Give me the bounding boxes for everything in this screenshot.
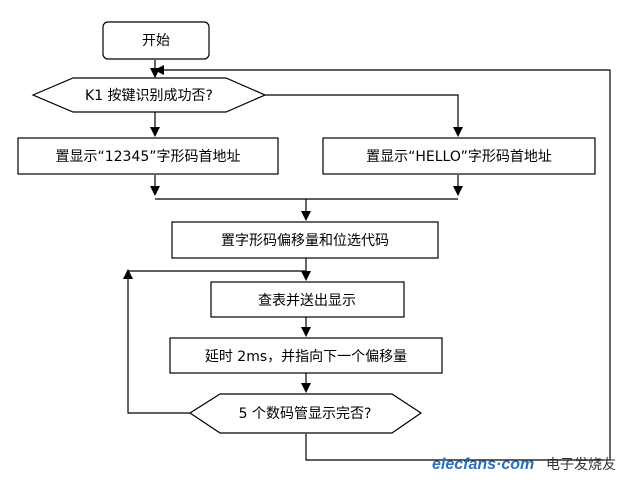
set-offset-node xyxy=(171,221,439,259)
delay-next-node xyxy=(169,337,443,374)
decision-k1-node xyxy=(31,77,267,113)
watermark-brand: elecfans·com xyxy=(432,456,534,473)
lookup-display-node xyxy=(210,281,405,318)
decision-done-label: 5 个数码管显示完否? xyxy=(239,406,372,422)
decision-done-node xyxy=(188,393,423,434)
set-offset-label: 置字形码偏移量和位选代码 xyxy=(221,233,389,249)
start-label: 开始 xyxy=(142,33,170,49)
set-12345-node xyxy=(17,137,279,175)
arrow-decision-to-hello xyxy=(265,94,463,137)
set-12345-label: 置显示“12345”字形码首地址 xyxy=(55,149,240,165)
inner-loop-arrow-up xyxy=(123,269,190,414)
delay-next-label: 延时 2ms，并指向下一个偏移量 xyxy=(205,349,407,365)
lookup-display-label: 查表并送出显示 xyxy=(258,293,356,309)
set-hello-label: 置显示“HELLO”字形码首地址 xyxy=(366,149,552,165)
loop-back-arrow xyxy=(154,65,611,419)
watermark-subtitle: 电子发烧友 xyxy=(546,457,616,473)
set-hello-node xyxy=(322,137,596,175)
start-node xyxy=(102,21,210,60)
exit-to-loop-line xyxy=(305,419,611,461)
decision-k1-label: K1 按键识别成功否? xyxy=(85,88,213,104)
